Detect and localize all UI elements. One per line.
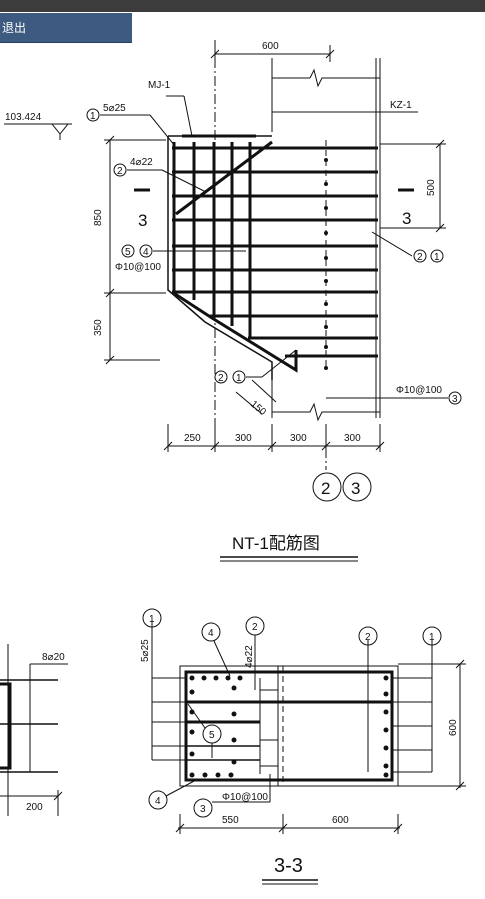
dim-200: 200 <box>26 802 43 813</box>
section-mark-right: 3 <box>398 188 414 228</box>
dim-500: 500 <box>426 179 437 196</box>
left-partial-section: 8⌀20 200 <box>0 644 68 816</box>
svg-text:4: 4 <box>143 247 149 258</box>
column-bar-ticks <box>324 140 328 370</box>
svg-text:3: 3 <box>138 211 147 230</box>
svg-text:5: 5 <box>125 247 131 258</box>
svg-text:2: 2 <box>365 632 371 643</box>
label-kz-group: KZ-1 <box>380 100 418 113</box>
callout-right-bars: 2 1 <box>371 231 444 263</box>
label-kz: KZ-1 <box>390 100 412 111</box>
svg-text:4: 4 <box>208 628 214 639</box>
section-label-stirrups: Φ10@100 <box>222 792 268 803</box>
svg-text:3: 3 <box>200 804 206 815</box>
callout-inclined-bars: 2 4⌀22 <box>113 157 207 193</box>
label-stirrups-right: Φ10@100 <box>396 385 442 396</box>
axis-3: 3 <box>351 479 360 498</box>
section-right-dimension: 600 <box>398 659 466 791</box>
axis-2: 2 <box>321 479 330 498</box>
corbel-outline <box>167 136 273 380</box>
callout-right-stirrups: Φ10@100 3 <box>326 385 462 405</box>
dim-150-group: 150 <box>235 379 277 418</box>
svg-text:2: 2 <box>117 166 123 177</box>
svg-text:3: 3 <box>452 394 458 405</box>
label-bars-4-22: 4⌀22 <box>130 157 153 168</box>
dim-top-600: 600 <box>262 41 279 52</box>
section-title-group: 3-3 <box>262 855 318 885</box>
dim-850: 850 <box>93 209 104 226</box>
dim-300-c: 300 <box>344 433 361 444</box>
label-stirrups: Φ10@100 <box>115 262 161 273</box>
embedded-plate: MJ-1 <box>148 80 256 138</box>
svg-text:2: 2 <box>252 622 258 633</box>
svg-text:3: 3 <box>402 209 411 228</box>
svg-text:2: 2 <box>417 252 423 263</box>
elevation-title: NT-1配筋图 <box>232 534 320 553</box>
svg-text:1: 1 <box>429 632 435 643</box>
label-mj: MJ-1 <box>148 80 171 91</box>
callout-bottom-bar: 2 1 <box>214 349 297 384</box>
horizontal-bars <box>172 146 378 358</box>
exit-button[interactable]: 退出 <box>0 13 132 43</box>
label-8-20: 8⌀20 <box>42 652 65 663</box>
elevation-title-group: NT-1配筋图 <box>220 534 358 562</box>
bottom-dimensions: 250 300 300 300 <box>163 424 385 452</box>
level-text: 103.424 <box>5 112 42 123</box>
section-3-3: 1 5⌀25 4 2 4⌀22 2 1 5 4 3 Φ10@100 <box>140 608 466 885</box>
callout-top-bars: 1 5⌀25 <box>86 103 176 147</box>
elevation-drawing: 600 MJ-1 <box>4 40 462 562</box>
section-dim-600-v: 600 <box>448 719 459 736</box>
corbel-bottom-bar <box>171 290 298 373</box>
section-callouts: 1 5⌀25 4 2 4⌀22 2 1 5 4 3 Φ10@100 <box>140 608 442 818</box>
section-label-4-22: 4⌀22 <box>244 645 255 668</box>
section-dim-600-h: 600 <box>332 815 349 826</box>
top-bar <box>0 0 485 12</box>
section-label-top-bars: 5⌀25 <box>140 639 151 662</box>
section-dim-550: 550 <box>222 815 239 826</box>
section-mark-left: 3 <box>134 188 150 230</box>
column-kz <box>271 58 381 422</box>
svg-text:5: 5 <box>209 730 215 741</box>
dim-250: 250 <box>184 433 201 444</box>
svg-text:1: 1 <box>90 111 96 122</box>
section-bars <box>189 675 389 778</box>
svg-text:4: 4 <box>155 796 161 807</box>
axis-bubbles: 2 3 <box>312 472 372 502</box>
dim-300-a: 300 <box>235 433 252 444</box>
dim-300-b: 300 <box>290 433 307 444</box>
svg-text:1: 1 <box>149 614 155 625</box>
section-bottom-dimensions: 550 600 <box>175 814 403 834</box>
left-dimensions: 850 350 <box>93 135 166 365</box>
svg-text:1: 1 <box>434 252 440 263</box>
inclined-bar <box>175 140 273 216</box>
level-mark: 103.424 <box>4 112 72 140</box>
svg-text:2: 2 <box>218 373 224 384</box>
right-dimension: 500 <box>380 139 446 233</box>
section-title: 3-3 <box>274 855 303 877</box>
dim-150: 150 <box>248 399 268 418</box>
svg-text:1: 1 <box>236 373 242 384</box>
dim-350: 350 <box>93 319 104 336</box>
label-top-bars: 5⌀25 <box>103 103 126 114</box>
callout-stirrups: 5 4 Φ10@100 <box>115 244 246 273</box>
